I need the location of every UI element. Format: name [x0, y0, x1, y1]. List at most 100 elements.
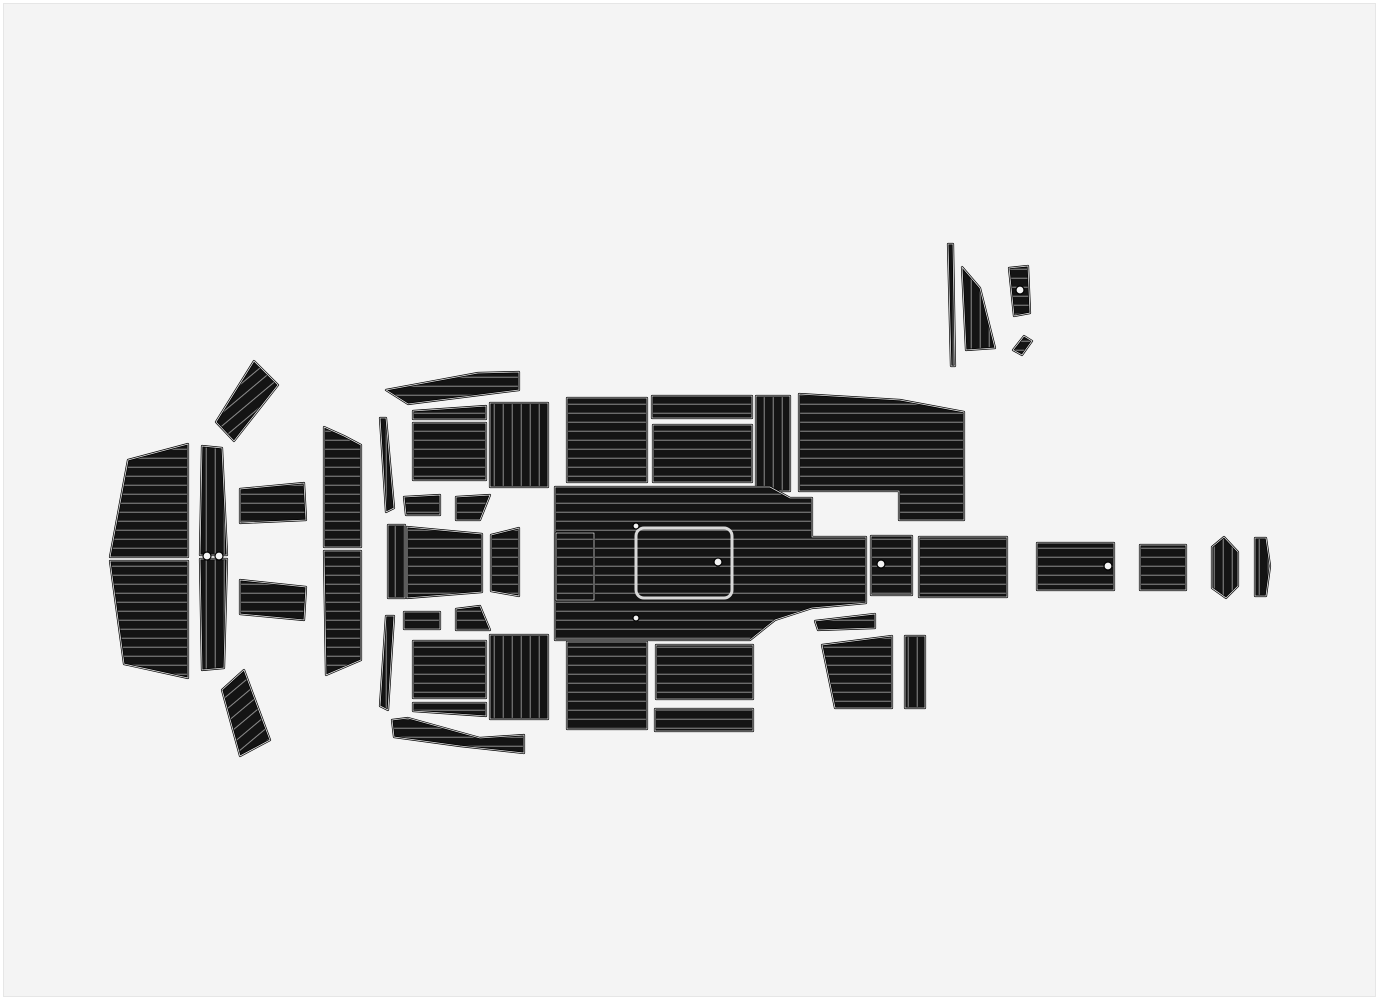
deck-pad-piece-29	[402, 493, 442, 517]
cutout-hole	[1015, 285, 1025, 295]
deck-pad-piece-edge-9	[323, 426, 362, 548]
deck-pad-piece-edge-7	[239, 482, 307, 524]
deck-pad-piece-34	[405, 525, 484, 600]
deck-pad-piece-edge-14	[391, 717, 525, 754]
deck-pad-piece-edge-15	[412, 422, 487, 481]
hatch-cutout-outline	[634, 526, 734, 600]
deck-pad-piece-2	[108, 559, 190, 680]
deck-pad-piece-edge-8	[239, 579, 307, 621]
deck-pad-piece-edge-49	[1008, 265, 1031, 317]
deck-pad-piece-19	[650, 394, 754, 420]
deck-pad-piece-43	[1253, 536, 1272, 598]
deck-pad-piece-edge-38	[870, 535, 913, 596]
cutout-hole	[632, 614, 640, 622]
deck-pad-piece-10	[322, 549, 363, 677]
deck-pad-piece-5	[214, 359, 280, 443]
deck-pad-piece-edge-25	[489, 634, 549, 720]
deck-pad-piece-6	[220, 668, 272, 758]
cutout-hole	[876, 559, 886, 569]
deck-pad-piece-edge-2	[109, 560, 189, 679]
deck-pad-piece-22	[797, 392, 966, 522]
deck-pad-piece-edge-20	[652, 424, 753, 483]
deck-pad-piece-edge-29	[403, 494, 441, 516]
deck-pad-piece-edge-26	[566, 641, 648, 730]
deck-pad-piece-edge-33	[387, 524, 406, 599]
deck-pad-piece-14	[390, 716, 526, 755]
deck-pad-piece-edge-10	[323, 550, 362, 676]
deck-pad-piece-edge-36	[554, 486, 867, 641]
deck-pad-piece-23	[411, 639, 488, 700]
deck-pad-piece-edge-6	[221, 669, 271, 757]
deck-pad-piece-31	[402, 610, 442, 631]
deck-pad-piece-33	[386, 523, 407, 600]
deck-pad-piece-16	[411, 404, 488, 421]
cutout-hole	[1103, 561, 1113, 571]
deck-pad-piece-12	[378, 614, 396, 712]
deck-pad-piece-9	[322, 425, 363, 549]
deck-pad-piece-edge-40	[1036, 542, 1115, 591]
deck-pad-piece-edge-47	[947, 243, 956, 367]
deck-pad-piece-edge-35	[490, 527, 520, 597]
deck-pad-piece-edge-13	[384, 371, 520, 405]
deck-pad-piece-edge-19	[651, 395, 753, 419]
deck-pad-piece-21	[754, 394, 792, 493]
deck-pad-piece-edge-45	[821, 635, 893, 709]
deck-pad-piece-28	[653, 707, 755, 733]
deck-pad-piece-edge-30	[455, 494, 491, 521]
cutout-hole	[214, 551, 224, 561]
deck-pad-piece-edge-28	[654, 708, 754, 732]
deck-pad-piece-edge-11	[379, 417, 395, 513]
deck-pad-piece-edge-18	[566, 397, 648, 483]
deck-pad-piece-edge-31	[403, 611, 441, 630]
deck-pad-piece-edge-34	[406, 526, 483, 599]
deck-pad-piece-edge-32	[455, 605, 491, 631]
deck-pad-piece-41	[1138, 543, 1188, 592]
deck-pad-piece-7	[238, 481, 308, 525]
deck-pad-piece-25	[488, 633, 550, 721]
deck-pad-piece-44	[813, 612, 877, 632]
deck-pad-piece-42	[1210, 535, 1240, 600]
deck-pad-piece-edge-24	[412, 702, 487, 717]
deck-pad-piece-24	[411, 701, 488, 718]
deck-pad-piece-39	[917, 535, 1009, 599]
deck-pad-piece-48	[960, 265, 997, 352]
deck-pad-piece-46	[903, 634, 927, 710]
deck-pad-piece-edge-46	[904, 635, 926, 709]
cutout-hole	[632, 522, 640, 530]
deck-pad-piece-15	[411, 421, 488, 482]
deck-pad-piece-edge-17	[489, 402, 549, 488]
deck-pad-piece-35	[489, 526, 521, 598]
deck-pad-piece-edge-12	[379, 615, 395, 711]
deck-pad-piece-edge-23	[412, 640, 487, 699]
deck-pad-piece-edge-3	[199, 445, 228, 556]
deck-pad-piece-edge-22	[798, 393, 965, 521]
deck-pad-piece-4	[198, 557, 229, 672]
deck-pad-piece-edge-1	[109, 443, 189, 558]
deck-pad-piece-edge-27	[655, 644, 754, 700]
deck-pad-piece-edge-39	[918, 536, 1008, 598]
deck-pad-piece-36	[553, 485, 868, 642]
deck-pad-pieces	[108, 242, 1272, 758]
deck-pad-piece-20	[651, 423, 754, 484]
deck-pad-piece-edge-21	[755, 395, 791, 492]
cutout-hole	[202, 551, 212, 561]
deck-pad-piece-edge-42	[1211, 536, 1239, 599]
deck-pad-piece-1	[108, 442, 190, 559]
deck-pad-piece-17	[488, 401, 550, 489]
cutout-hole	[713, 557, 723, 567]
deck-pad-piece-26	[565, 640, 649, 731]
deck-pad-piece-edge-50	[1012, 335, 1033, 356]
deck-pad-piece-edge-5	[215, 360, 279, 442]
deck-pad-piece-edge-48	[961, 265, 996, 351]
deck-pad-piece-edge-44	[814, 613, 876, 631]
deck-pad-piece-40	[1035, 541, 1116, 592]
deck-pad-piece-edge-43	[1254, 537, 1271, 597]
deck-pad-piece-27	[654, 643, 755, 701]
deck-pad-piece-18	[565, 396, 649, 484]
deck-pad-piece-13	[384, 370, 521, 406]
deck-pad-piece-edge-37	[555, 532, 595, 601]
deck-pad-piece-37	[554, 531, 596, 602]
deck-pad-piece-edge-41	[1139, 544, 1187, 591]
